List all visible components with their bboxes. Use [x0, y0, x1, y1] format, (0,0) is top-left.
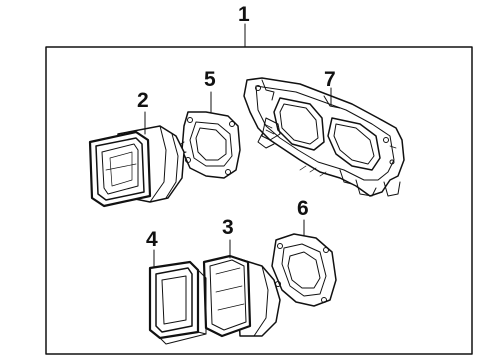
part-7-housing-panel	[243, 77, 405, 197]
part-2-lamp-upper	[88, 125, 185, 208]
callout-4: 4	[146, 228, 158, 251]
diagram-frame	[45, 46, 473, 355]
part-5-bracket-upper	[177, 111, 241, 179]
part-4-ring-lower	[148, 260, 207, 345]
part-6-bracket-lower	[271, 233, 337, 307]
callout-1: 1	[238, 3, 250, 26]
callout-6: 6	[297, 197, 309, 220]
callout-3: 3	[222, 216, 234, 239]
callout-2: 2	[137, 89, 149, 112]
callout-5: 5	[204, 68, 216, 91]
part-3-lamp-lower	[202, 254, 281, 338]
callout-7: 7	[324, 68, 336, 91]
